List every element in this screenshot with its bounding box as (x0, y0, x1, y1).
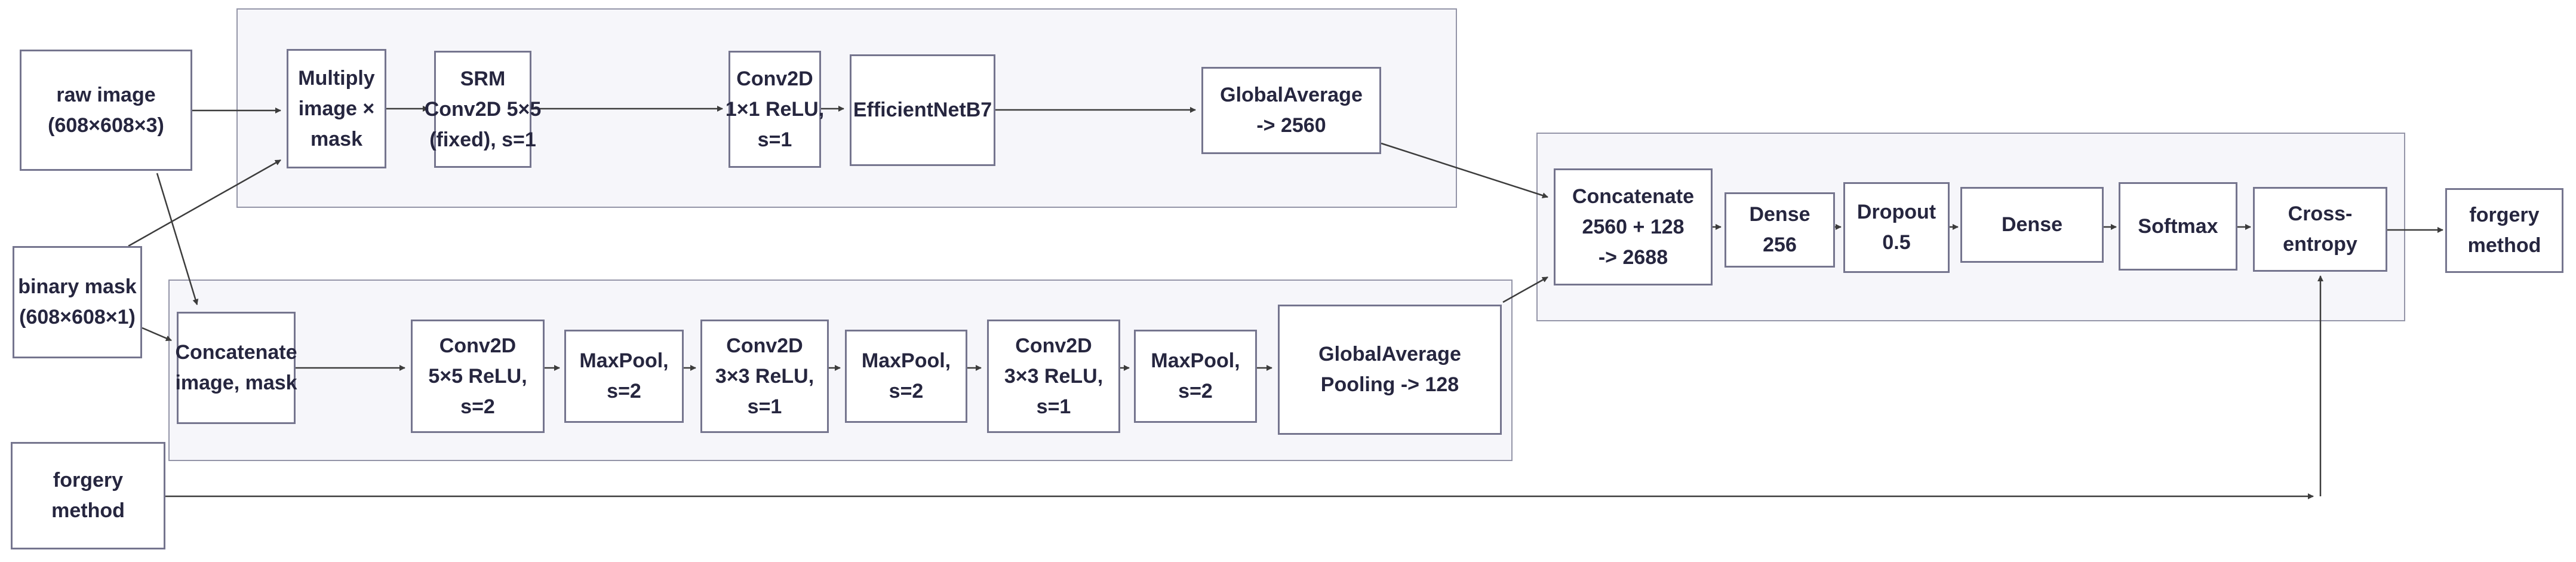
node-label: (608×608×3) (48, 113, 164, 137)
node-binary-mask: binary mask (608×608×1) (13, 246, 142, 358)
node-label: (fixed), s=1 (429, 128, 536, 151)
node-label: Conv2D (726, 334, 803, 357)
node-label: Dense (2001, 213, 2063, 236)
node-label: s=1 (747, 395, 782, 418)
node-label: Pooling -> 128 (1320, 373, 1459, 396)
node-label: forgery (2469, 204, 2540, 226)
node-label: s=2 (889, 380, 924, 403)
node-conv3x3-relu-2: Conv2D 3×3 ReLU, s=1 (987, 320, 1120, 433)
node-label: Conv2D (736, 67, 813, 90)
node-maxpool-3: MaxPool, s=2 (1134, 330, 1257, 423)
node-label: Concatenate (1572, 185, 1695, 208)
node-label: 1×1 ReLU, (725, 97, 825, 121)
node-conv5x5-relu: Conv2D 5×5 ReLU, s=2 (411, 320, 545, 433)
node-dense-2: Dense (1960, 187, 2104, 263)
node-label: 256 (1763, 234, 1797, 256)
node-label: image × (298, 97, 375, 120)
node-globalaverage-2560: GlobalAverage -> 2560 (1201, 67, 1381, 154)
node-label: 5×5 ReLU, (428, 364, 527, 388)
node-srm-conv: SRM Conv2D 5×5 (fixed), s=1 (425, 51, 541, 168)
node-label: mask (311, 127, 362, 151)
node-label: method (2467, 234, 2541, 257)
node-label: image, mask (175, 371, 297, 394)
node-label: GlobalAverage (1318, 343, 1461, 366)
node-dense-256: Dense 256 (1724, 192, 1835, 268)
node-label: MaxPool, (1151, 349, 1240, 372)
arrow-gap128-to-concat-features (1502, 276, 1548, 303)
node-label: s=1 (757, 128, 792, 151)
node-label: 2560 + 128 (1582, 215, 1684, 238)
node-label: Concatenate (175, 341, 297, 364)
arrow-raw-image-to-concat-image-mask (156, 173, 199, 305)
node-label: EfficientNetB7 (853, 99, 992, 121)
node-label: binary mask (18, 275, 137, 298)
node-label: Multiply (298, 66, 375, 90)
node-label: Conv2D (439, 334, 517, 357)
node-label: s=2 (460, 395, 495, 418)
node-maxpool-2: MaxPool, s=2 (845, 330, 967, 423)
node-label: Cross- (2288, 202, 2353, 225)
node-label: method (51, 499, 125, 522)
node-label: Conv2D (1015, 334, 1092, 357)
node-label: Dropout (1856, 201, 1936, 223)
node-label: 0.5 (1882, 231, 1911, 254)
node-globalaverage-pooling-128: GlobalAverage Pooling -> 128 (1278, 305, 1502, 435)
arrow-binary-mask-to-multiply (128, 159, 281, 247)
node-label: -> 2560 (1256, 114, 1326, 137)
node-forgery-method-output: forgery method (2445, 188, 2563, 273)
node-label: (608×608×1) (19, 306, 136, 328)
node-cross-entropy: Cross- entropy (2253, 187, 2387, 272)
node-label: Softmax (2138, 214, 2218, 238)
node-label: entropy (2283, 233, 2357, 256)
node-conv1x1-relu: Conv2D 1×1 ReLU, s=1 (725, 51, 825, 168)
node-dropout: Dropout 0.5 (1843, 182, 1950, 273)
node-maxpool-1: MaxPool, s=2 (564, 330, 684, 423)
node-label: -> 2688 (1598, 245, 1668, 269)
node-label: s=1 (1036, 395, 1071, 418)
arrow-gap2560-to-concat-features (1381, 142, 1548, 198)
arrow-binary-mask-to-concat-image-mask (142, 327, 172, 342)
node-label: raw image (56, 83, 156, 106)
node-forgery-method-input: forgery method (11, 442, 165, 549)
node-label: Conv2D 5×5 (424, 97, 542, 121)
node-raw-image: raw image (608×608×3) (20, 50, 192, 171)
node-label: MaxPool, (861, 349, 951, 372)
node-concatenate-image-mask: Concatenate image, mask (175, 312, 297, 424)
node-label: forgery (53, 469, 124, 492)
node-label: s=2 (607, 380, 641, 403)
node-multiply-image-mask: Multiply image × mask (287, 49, 386, 168)
node-label: 3×3 ReLU, (715, 364, 814, 388)
node-efficientnetb7: EfficientNetB7 (850, 54, 995, 166)
node-softmax: Softmax (2119, 182, 2237, 271)
node-label: s=2 (1178, 380, 1213, 403)
node-concatenate-features: Concatenate 2560 + 128 -> 2688 (1554, 168, 1713, 285)
node-conv3x3-relu-1: Conv2D 3×3 ReLU, s=1 (700, 320, 829, 433)
node-label: GlobalAverage (1220, 84, 1363, 106)
node-label: SRM (460, 67, 506, 90)
node-label: 3×3 ReLU, (1004, 364, 1103, 388)
node-label: MaxPool, (579, 349, 669, 372)
node-label: Dense (1749, 203, 1810, 226)
